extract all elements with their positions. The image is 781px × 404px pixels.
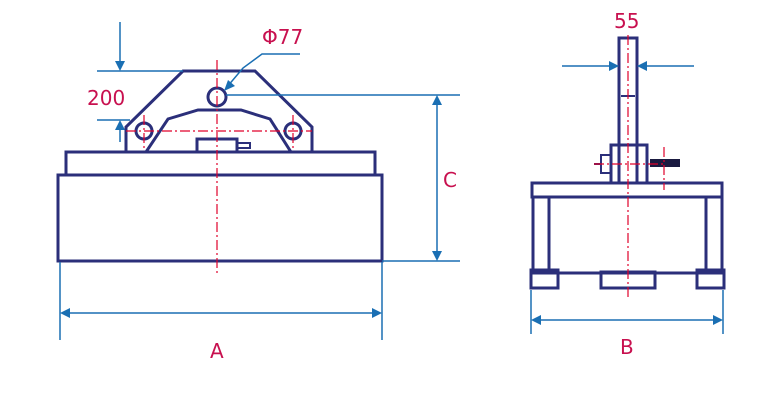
front-top-plate [64,150,377,177]
dim-55-right-arrowhead [637,61,647,71]
hole-diameter-leader [226,53,300,88]
side-left-flange [531,195,551,275]
label-a: A [210,339,224,363]
dim-a-left-arrowhead [60,308,70,318]
dim-c-bottom-arrowhead [432,251,442,261]
front-magnet-body [56,173,384,263]
label-55: 55 [614,9,639,33]
dim-c-top-arrowhead [432,95,442,105]
side-centerlines [594,35,665,298]
side-top-plate [530,181,724,199]
front-switch-lever [236,142,251,149]
label-b: B [620,335,634,359]
dim-a-right-arrowhead [372,308,382,318]
side-right-flange [704,195,724,275]
dim-b-right-arrowhead [713,315,723,325]
label-hole-diameter: Φ77 [262,25,303,49]
dim-55-left-arrowhead [609,61,619,71]
side-left-foot [529,268,560,290]
front-dimension-arrows [60,61,442,318]
hole-leader-arrowhead [224,80,235,91]
dim-b-left-arrowhead [531,315,541,325]
front-centerlines [126,60,312,275]
dim-200-bottom-arrowhead [115,120,125,130]
side-right-foot [695,268,726,290]
side-dimension-arrows [531,61,723,325]
label-c: C [443,168,457,192]
side-switch-handle [650,159,680,167]
label-200: 200 [87,86,125,110]
dim-200-top-arrowhead [115,61,125,71]
front-dimensions [59,22,460,340]
side-dimensions [530,65,724,334]
